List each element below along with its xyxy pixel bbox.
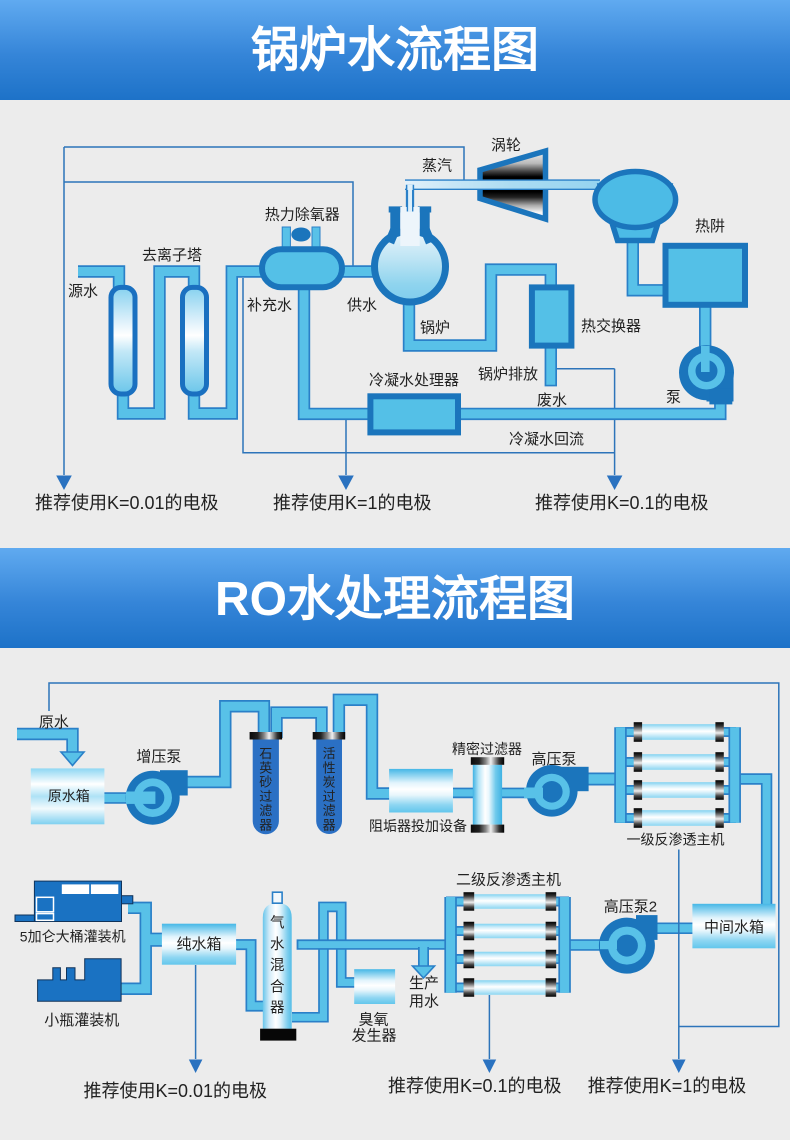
svg-text:小瓶灌装机: 小瓶灌装机 (44, 1012, 119, 1029)
svg-text:阻垢器投加设备: 阻垢器投加设备 (369, 818, 467, 834)
svg-text:原水: 原水 (39, 714, 69, 731)
svg-text:发生器: 发生器 (352, 1028, 397, 1045)
svg-text:增压泵: 增压泵 (136, 749, 181, 766)
svg-text:锅炉: 锅炉 (420, 320, 450, 337)
svg-text:用水: 用水 (409, 993, 439, 1010)
svg-text:石: 石 (259, 746, 272, 761)
svg-text:气: 气 (270, 915, 285, 932)
svg-text:废水: 废水 (537, 392, 567, 409)
svg-text:臭氧: 臭氧 (359, 1012, 389, 1029)
svg-text:高压泵: 高压泵 (532, 751, 577, 768)
svg-text:混: 混 (270, 957, 285, 974)
svg-text:推荐使用K=0.1的电极: 推荐使用K=0.1的电极 (388, 1076, 562, 1096)
svg-text:生产: 生产 (409, 975, 439, 992)
svg-text:英: 英 (259, 760, 272, 775)
svg-text:冷凝水处理器: 冷凝水处理器 (369, 372, 459, 389)
svg-text:推荐使用K=0.01的电极: 推荐使用K=0.01的电极 (84, 1081, 268, 1101)
svg-text:滤: 滤 (259, 803, 272, 818)
svg-text:供水: 供水 (347, 297, 377, 314)
svg-text:热阱: 热阱 (695, 218, 725, 235)
svg-text:锅炉排放: 锅炉排放 (478, 366, 538, 383)
svg-text:水: 水 (270, 936, 285, 953)
svg-text:涡轮: 涡轮 (491, 137, 521, 154)
svg-text:器: 器 (259, 818, 272, 833)
svg-text:冷凝水回流: 冷凝水回流 (509, 431, 584, 448)
svg-text:性: 性 (323, 760, 336, 775)
svg-text:器: 器 (323, 818, 336, 833)
svg-text:滤: 滤 (323, 803, 336, 818)
svg-text:活: 活 (323, 746, 336, 761)
svg-text:推荐使用K=0.1的电极: 推荐使用K=0.1的电极 (535, 493, 709, 513)
svg-text:器: 器 (270, 1001, 285, 1017)
svg-text:去离子塔: 去离子塔 (142, 247, 202, 264)
svg-text:合: 合 (270, 978, 285, 995)
svg-text:热力除氧器: 热力除氧器 (265, 207, 340, 224)
svg-text:精密过滤器: 精密过滤器 (452, 741, 522, 757)
svg-text:中间水箱: 中间水箱 (704, 919, 764, 936)
svg-text:一级反渗透主机: 一级反渗透主机 (627, 832, 725, 848)
svg-text:蒸汽: 蒸汽 (422, 158, 452, 175)
svg-text:纯水箱: 纯水箱 (176, 936, 221, 953)
svg-text:高压泵2: 高压泵2 (604, 899, 657, 916)
svg-text:过: 过 (259, 789, 272, 804)
svg-text:推荐使用K=1的电极: 推荐使用K=1的电极 (588, 1076, 747, 1096)
svg-text:二级反渗透主机: 二级反渗透主机 (456, 872, 561, 889)
svg-text:推荐使用K=1的电极: 推荐使用K=1的电极 (273, 493, 432, 513)
svg-text:5加仑大桶灌装机: 5加仑大桶灌装机 (20, 929, 126, 945)
svg-text:过: 过 (323, 789, 336, 804)
svg-text:原水箱: 原水箱 (48, 788, 90, 804)
svg-text:源水: 源水 (68, 283, 98, 300)
svg-text:砂: 砂 (259, 775, 272, 790)
svg-text:泵: 泵 (666, 389, 681, 406)
svg-text:补充水: 补充水 (247, 297, 292, 314)
svg-text:炭: 炭 (323, 775, 336, 790)
svg-text:热交换器: 热交换器 (581, 317, 641, 335)
svg-text:推荐使用K=0.01的电极: 推荐使用K=0.01的电极 (35, 493, 219, 513)
